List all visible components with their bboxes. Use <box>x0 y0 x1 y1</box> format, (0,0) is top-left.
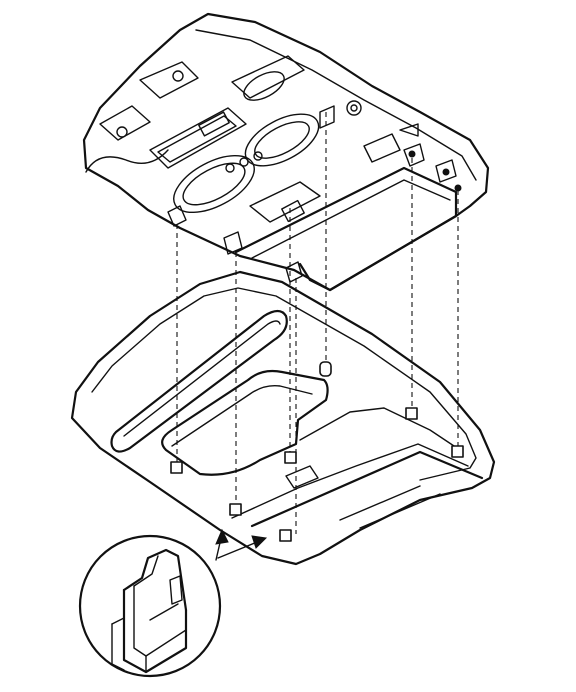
overhead-console-housing <box>70 270 496 566</box>
retaining-clip-detail <box>78 528 268 678</box>
overhead-console-bracket <box>82 12 490 292</box>
alignment-guides <box>176 112 459 534</box>
